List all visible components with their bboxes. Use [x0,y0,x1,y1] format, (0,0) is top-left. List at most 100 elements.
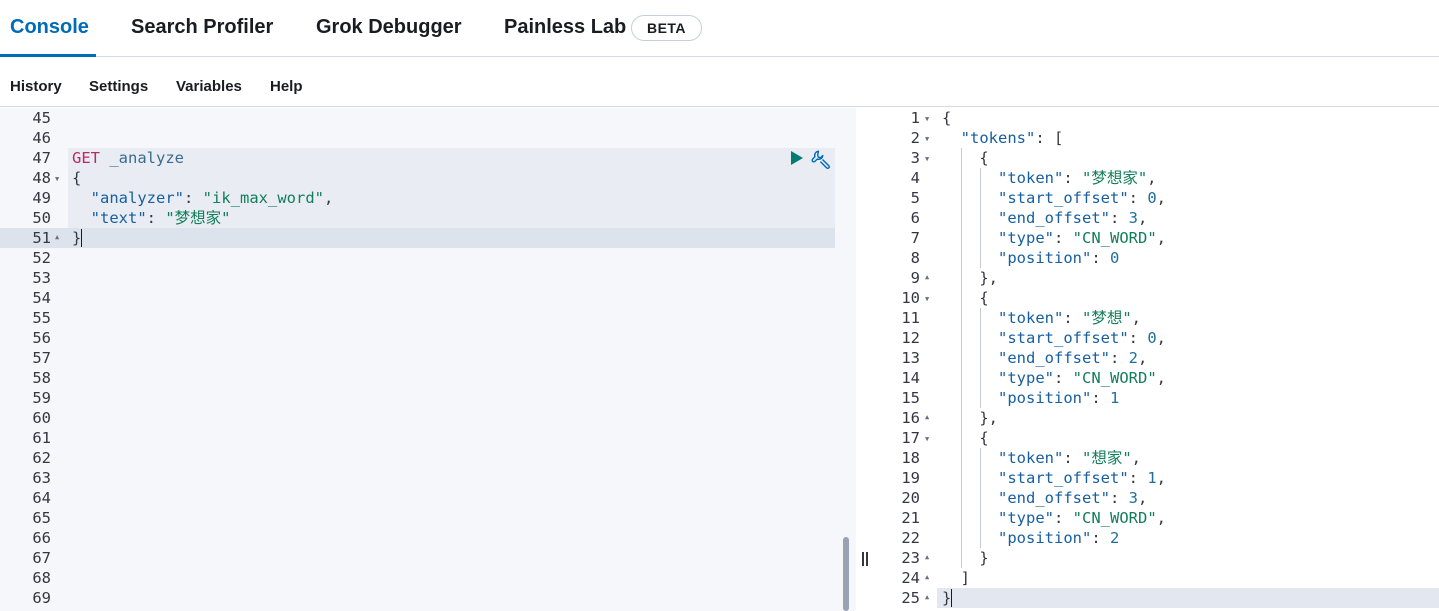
tab-painless-lab[interactable]: Painless Lab [504,16,627,38]
fold-close-icon[interactable]: ▲ [925,273,930,281]
line-number: 10 [901,289,920,307]
line-number: 15 [901,389,920,407]
json-key: "type" [998,509,1054,527]
indent-guide [980,168,981,268]
json-key: "position" [998,529,1092,547]
menu-variables[interactable]: Variables [176,78,242,95]
request-url: _analyze [109,149,184,167]
line-number: 12 [901,329,920,347]
line-number: 22 [901,529,920,547]
line-number: 46 [32,129,51,147]
line-number: 53 [32,269,51,287]
line-number: 13 [901,349,920,367]
request-gutter: 45 46 47 48 49 50 51 52 53 54 55 56 57 5… [0,108,68,611]
menu-settings[interactable]: Settings [89,78,149,95]
fold-close-icon[interactable]: ▲ [925,553,930,561]
line-number: 68 [32,569,51,587]
line-number: 24 [901,569,920,587]
start-offset-value: 0 [1147,329,1157,347]
json-key: "type" [998,369,1054,387]
fold-open-icon[interactable]: ▼ [925,435,930,443]
fold-open-icon[interactable]: ▼ [55,175,60,183]
app-tabs: Console Search Profiler Grok Debugger Pa… [0,0,1439,57]
json-key: "end_offset" [998,489,1110,507]
line-number: 6 [910,209,920,227]
line-number: 11 [901,309,920,327]
line-number: 45 [32,109,51,127]
request-editor[interactable]: 45 46 47 48 49 50 51 52 53 54 55 56 57 5… [0,108,856,611]
line-number: 14 [901,369,920,387]
fold-close-icon[interactable]: ▲ [925,573,930,581]
line-number: 67 [32,549,51,567]
text-cursor [81,229,82,247]
request-method: GET [72,149,100,167]
vertical-resize-icon[interactable] [862,552,868,566]
line-number: 1 [910,109,920,127]
line-number: 3 [910,149,920,167]
json-key: "end_offset" [998,349,1110,367]
json-string: "梦想家" [165,209,231,227]
wrench-icon[interactable] [810,148,832,170]
fold-open-icon[interactable]: ▼ [925,155,930,163]
line-number: 66 [32,529,51,547]
line-number: 21 [901,509,920,527]
json-string: "ik_max_word" [202,189,324,207]
line-number: 59 [32,389,51,407]
end-offset-value: 3 [1128,209,1138,227]
line-number: 65 [32,509,51,527]
json-key: "start_offset" [998,189,1129,207]
line-number: 5 [910,189,920,207]
json-key: "token" [998,449,1064,467]
fold-open-icon[interactable]: ▼ [925,135,930,143]
text-cursor [951,589,952,607]
json-key: "type" [998,229,1054,247]
line-number: 16 [901,409,920,427]
close-brace: } [72,229,82,247]
json-key: "end_offset" [998,209,1110,227]
fold-close-icon[interactable]: ▲ [55,233,60,241]
json-key: "token" [998,169,1064,187]
menu-history[interactable]: History [10,78,62,95]
response-editor[interactable]: 1 2 3 4 5 6 7 8 9 10 11 12 13 14 15 16 1… [875,108,1439,611]
line-number: 18 [901,449,920,467]
line-number: 2 [910,129,920,147]
line-number: 58 [32,369,51,387]
pane-resizer[interactable] [856,108,875,611]
line-number: 8 [910,249,920,267]
fold-close-icon[interactable]: ▲ [925,413,930,421]
indent-guide [980,308,981,408]
end-offset-value: 2 [1128,349,1138,367]
json-key: "text" [90,209,147,227]
position-value: 1 [1110,389,1120,407]
line-number: 9 [910,269,920,287]
menu-help[interactable]: Help [270,78,303,95]
editor-scrollbar[interactable] [843,537,849,611]
token-value: "梦想家" [1082,169,1148,187]
line-number: 55 [32,309,51,327]
fold-close-icon[interactable]: ▲ [925,593,930,601]
type-value: "CN_WORD" [1072,369,1157,387]
token-value: "想家" [1082,449,1132,467]
json-key: "analyzer" [90,189,184,207]
line-number: 62 [32,449,51,467]
line-number: 20 [901,489,920,507]
fold-open-icon[interactable]: ▼ [925,115,930,123]
play-icon[interactable] [790,150,804,166]
start-offset-value: 0 [1147,189,1157,207]
indent-guide [961,148,962,568]
json-key: "position" [998,389,1092,407]
line-number: 69 [32,589,51,607]
tab-search-profiler[interactable]: Search Profiler [131,16,274,38]
beta-badge: BETA [631,15,702,41]
line-number: 52 [32,249,51,267]
line-number: 61 [32,429,51,447]
active-tab-indicator [0,54,96,57]
line-number: 49 [32,189,51,207]
tab-console[interactable]: Console [10,16,89,38]
line-number: 7 [910,229,920,247]
line-number: 23 [901,549,920,567]
fold-open-icon[interactable]: ▼ [925,295,930,303]
line-number: 57 [32,349,51,367]
tab-grok-debugger[interactable]: Grok Debugger [316,16,462,38]
line-number: 51 [0,228,68,248]
